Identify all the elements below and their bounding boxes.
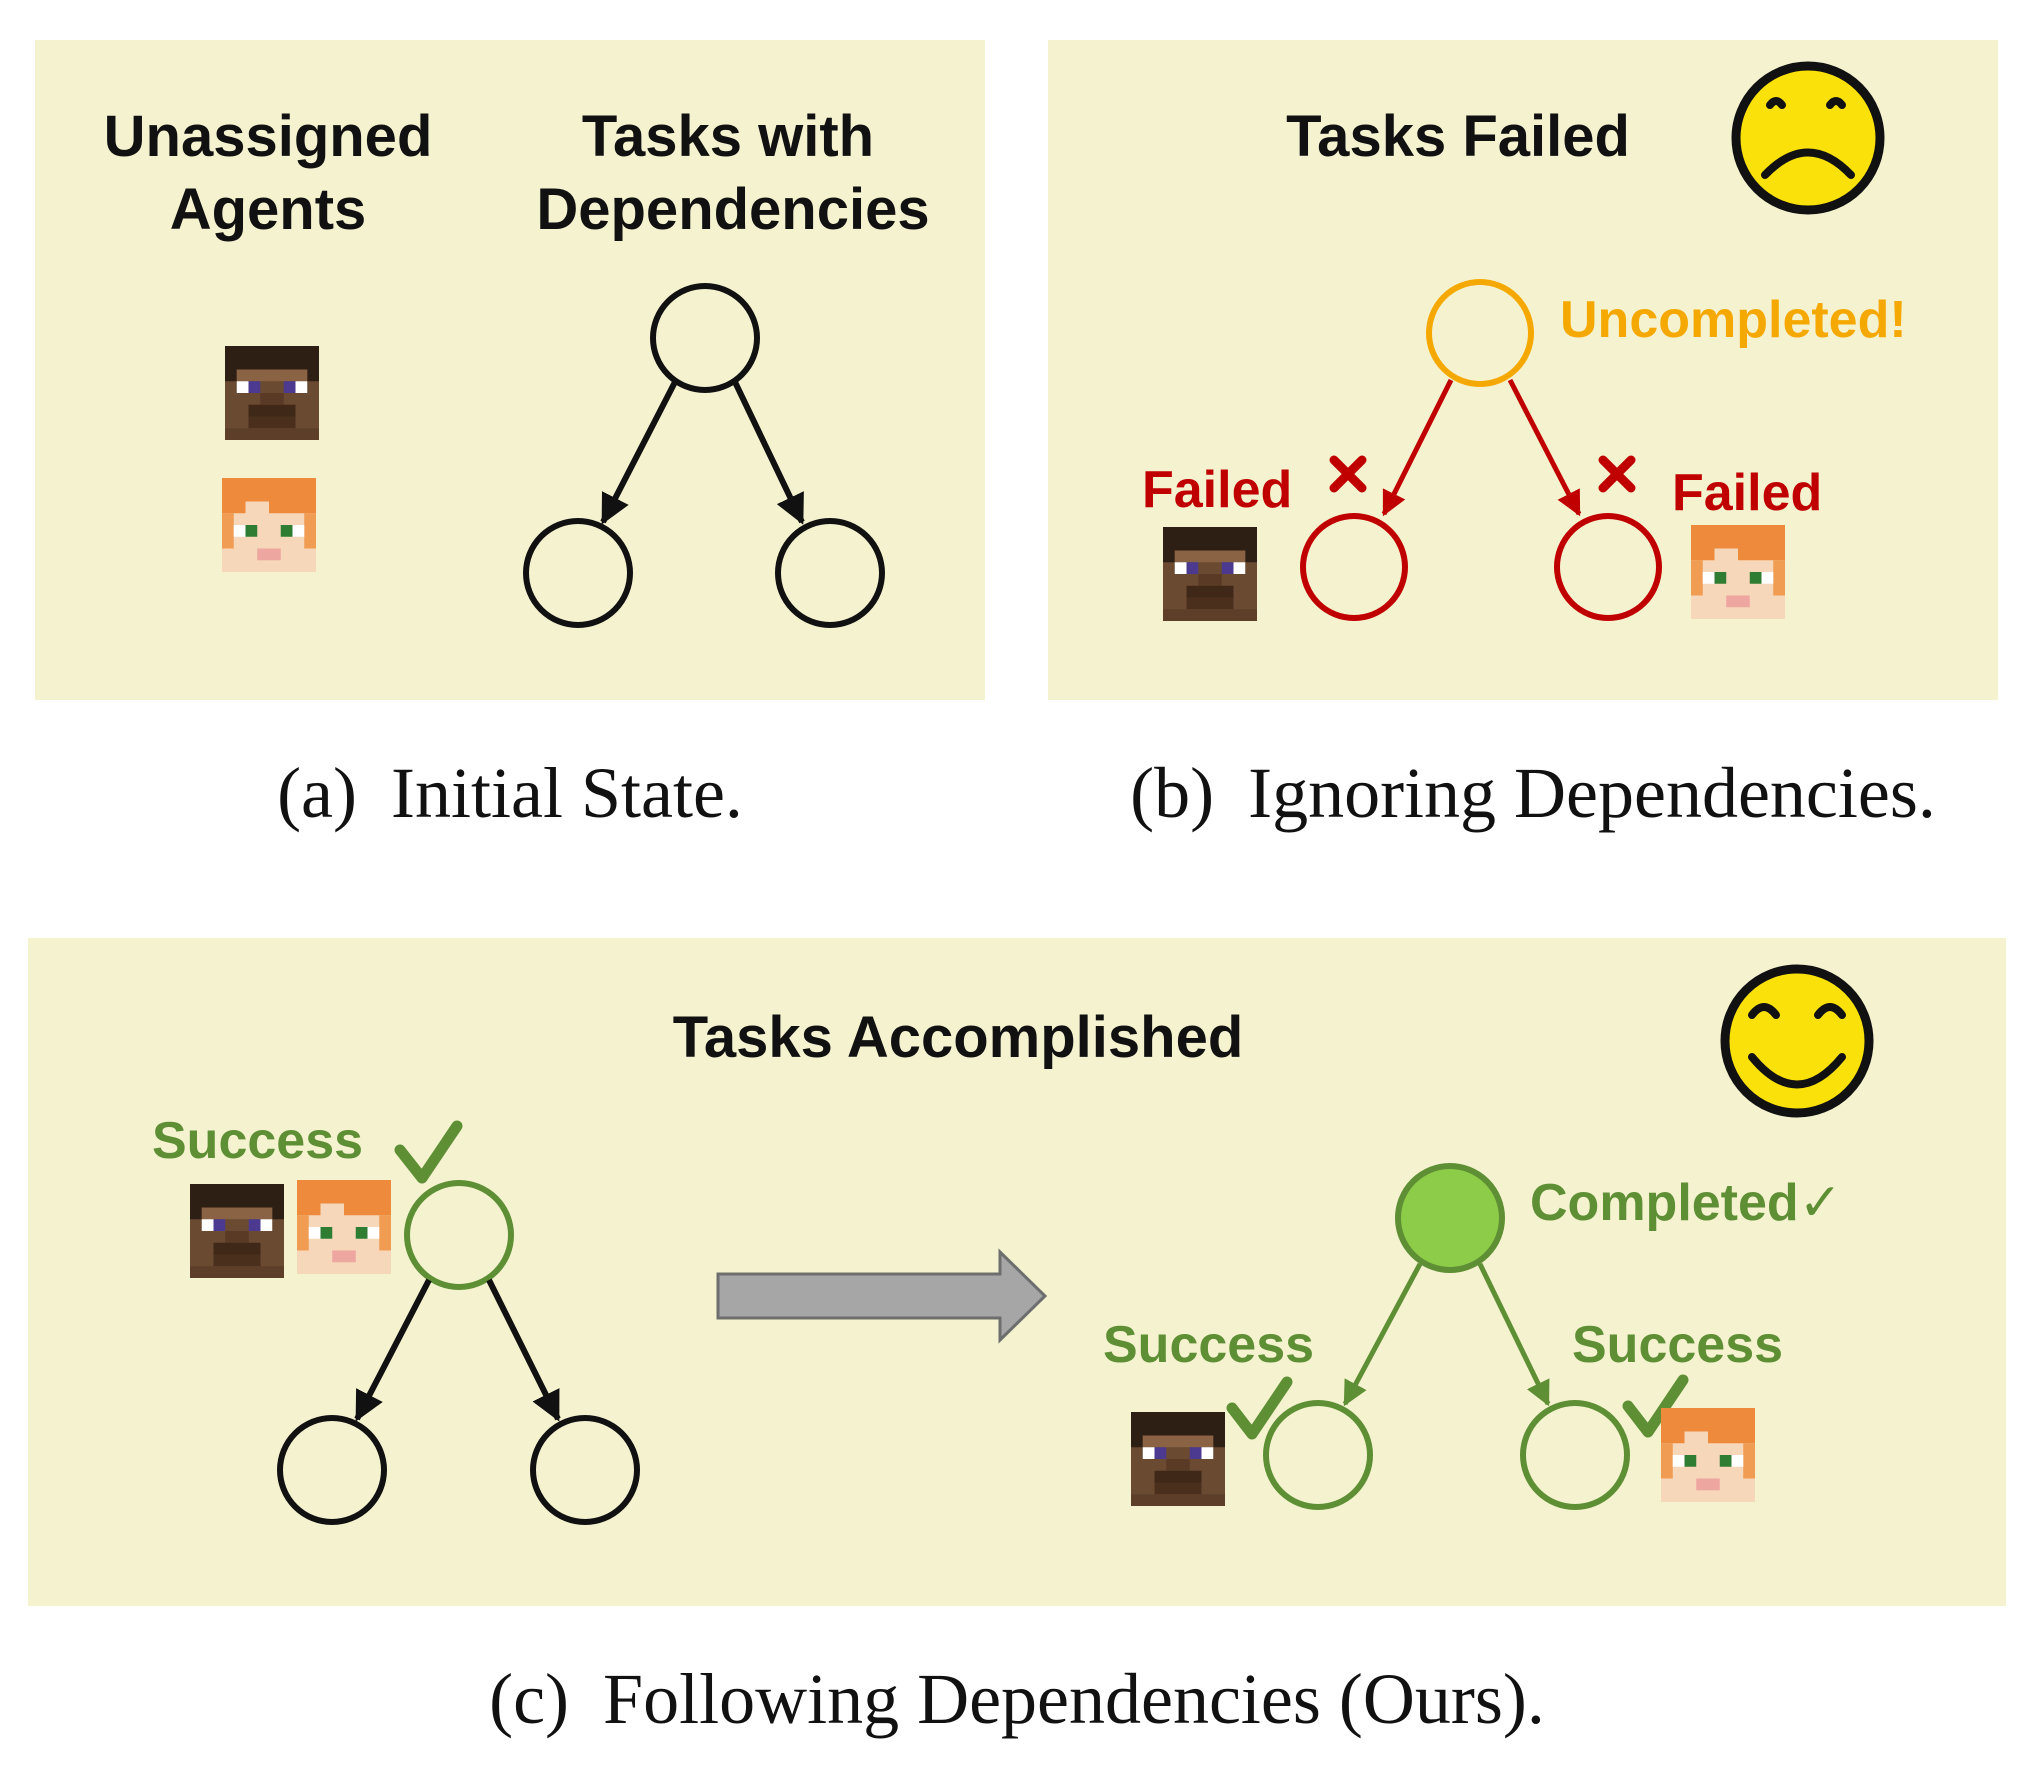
dependency-arrow-left-red — [1381, 378, 1454, 517]
task-node-root-active — [404, 1180, 514, 1290]
alex-avatar-icon — [1661, 1408, 1755, 1502]
steve-avatar-icon — [225, 346, 319, 440]
label-success-right: Success — [1572, 1316, 1783, 1374]
task-node-root — [650, 283, 760, 393]
steve-avatar-icon — [190, 1184, 284, 1278]
panel-a-background — [35, 40, 985, 700]
caption-b-text: Ignoring Dependencies. — [1248, 753, 1936, 833]
task-node-root-uncompleted — [1426, 279, 1534, 387]
task-node-right-success — [1520, 1400, 1630, 1510]
caption-a-label: (a) — [277, 753, 357, 833]
label-failed-left: Failed — [1142, 461, 1292, 519]
caption-b: (b) Ignoring Dependencies. — [1048, 752, 2018, 835]
heading-tasks-line2: Dependencies — [536, 177, 929, 242]
dependency-arrow-right-red — [1507, 378, 1582, 517]
dependency-arrow-right-green — [1477, 1262, 1551, 1407]
dependency-arrow-right — [486, 1278, 561, 1422]
task-node-right — [775, 518, 885, 628]
transition-arrow — [716, 1248, 1048, 1344]
steve-avatar-icon — [1131, 1412, 1225, 1506]
task-node-right-failed — [1554, 513, 1662, 621]
heading-unassigned-agents-line2: Agents — [170, 177, 367, 242]
dependency-arrow-left — [354, 1278, 432, 1422]
cross-mark-icon — [1329, 455, 1367, 493]
steve-avatar-icon — [1163, 527, 1257, 621]
caption-b-label: (b) — [1130, 753, 1215, 833]
caption-c-text: Following Dependencies (Ours). — [603, 1659, 1545, 1739]
label-success-before: Success — [152, 1112, 363, 1170]
task-tree-a — [523, 283, 885, 628]
label-completed: Completed✓ — [1530, 1174, 1842, 1232]
task-tree-c-before — [277, 1180, 640, 1525]
alex-avatar-icon — [222, 478, 316, 572]
task-node-root-completed — [1395, 1163, 1505, 1273]
label-failed-right: Failed — [1672, 464, 1822, 522]
alex-avatar-icon — [1691, 525, 1785, 619]
check-mark-icon — [394, 1120, 463, 1184]
caption-c-label: (c) — [489, 1659, 570, 1739]
task-tree-c-after — [1263, 1163, 1630, 1510]
heading-tasks-line1: Tasks with — [582, 104, 874, 169]
check-mark-icon — [1622, 1374, 1689, 1438]
dependency-arrow-right — [732, 380, 805, 525]
heading-unassigned-agents-line1: Unassigned — [104, 104, 433, 169]
caption-a-text: Initial State. — [391, 753, 743, 833]
dependency-arrow-left-green — [1342, 1262, 1423, 1407]
caption-c: (c) Following Dependencies (Ours). — [28, 1658, 2006, 1741]
cross-mark-icon — [1598, 455, 1636, 493]
smiling-face-icon — [1720, 964, 1874, 1118]
label-uncompleted: Uncompleted! — [1560, 291, 1907, 349]
task-node-right — [530, 1415, 640, 1525]
caption-a: (a) Initial State. — [35, 752, 985, 835]
dependency-arrow-left — [600, 380, 678, 525]
task-node-left — [277, 1415, 387, 1525]
label-success-left: Success — [1103, 1316, 1314, 1374]
heading-tasks-failed: Tasks Failed — [1286, 104, 1630, 169]
task-node-left-failed — [1300, 513, 1408, 621]
task-tree-b — [1300, 279, 1662, 621]
task-node-left — [523, 518, 633, 628]
task-node-left-success — [1263, 1400, 1373, 1510]
check-mark-icon — [1226, 1376, 1293, 1440]
heading-tasks-accomplished: Tasks Accomplished — [673, 1005, 1244, 1070]
sad-face-icon — [1731, 61, 1885, 215]
alex-avatar-icon — [297, 1180, 391, 1274]
